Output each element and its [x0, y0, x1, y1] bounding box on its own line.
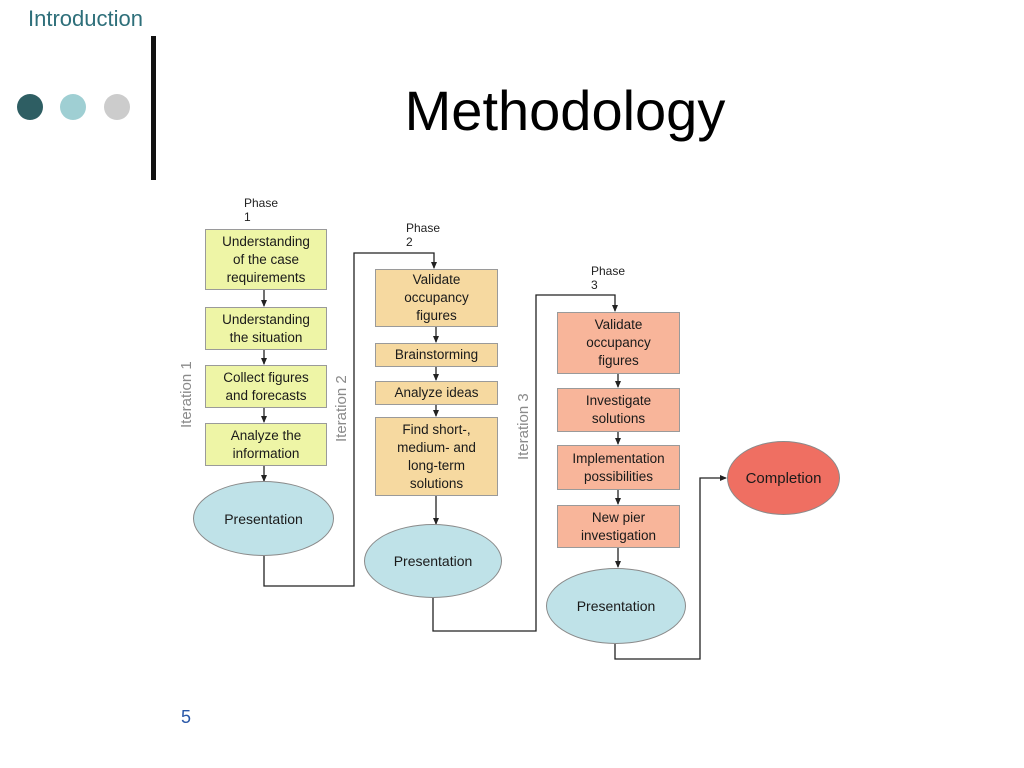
phase-2-presentation: Presentation: [364, 524, 502, 598]
phase-1-step-3: Collect figures and forecasts: [205, 365, 327, 408]
phase-2-step-4: Find short-, medium- and long-term solut…: [375, 417, 498, 496]
phase-2-step-1: Validate occupancy figures: [375, 269, 498, 327]
section-label[interactable]: Introduction: [28, 6, 143, 31]
iteration-1-label: Iteration 1: [178, 361, 195, 428]
iteration-2-label: Iteration 2: [333, 375, 350, 442]
completion-node: Completion: [727, 441, 840, 515]
phase-3-presentation: Presentation: [546, 568, 686, 644]
connector: [432, 294, 618, 632]
connector: [614, 475, 727, 660]
header-divider: [151, 36, 156, 180]
phase-2-step-2: Brainstorming: [375, 343, 498, 367]
nav-dot-1: [17, 94, 43, 120]
phase-3-step-2: Investigate solutions: [557, 388, 680, 432]
phase-3-step-1: Validate occupancy figures: [557, 312, 680, 374]
phase-1-step-4: Analyze the information: [205, 423, 327, 466]
nav-dot-3: [104, 94, 130, 120]
iteration-3-label: Iteration 3: [515, 393, 532, 460]
nav-dot-2: [60, 94, 86, 120]
phase-1-step-2: Understanding the situation: [205, 307, 327, 350]
phase-1-label: Phase 1: [244, 196, 279, 224]
phase-1-presentation: Presentation: [193, 481, 334, 556]
phase-3-label: Phase 3: [591, 264, 626, 292]
phase-3-step-4: New pier investigation: [557, 505, 680, 548]
page-number: 5: [181, 707, 192, 727]
page-title: Methodology: [404, 79, 726, 142]
phase-2-label: Phase 2: [406, 221, 441, 249]
phase-1-step-1: Understanding of the case requirements: [205, 229, 327, 290]
phase-3-step-3: Implementation possibilities: [557, 445, 680, 490]
phase-2-step-3: Analyze ideas: [375, 381, 498, 405]
connector: [263, 252, 437, 587]
